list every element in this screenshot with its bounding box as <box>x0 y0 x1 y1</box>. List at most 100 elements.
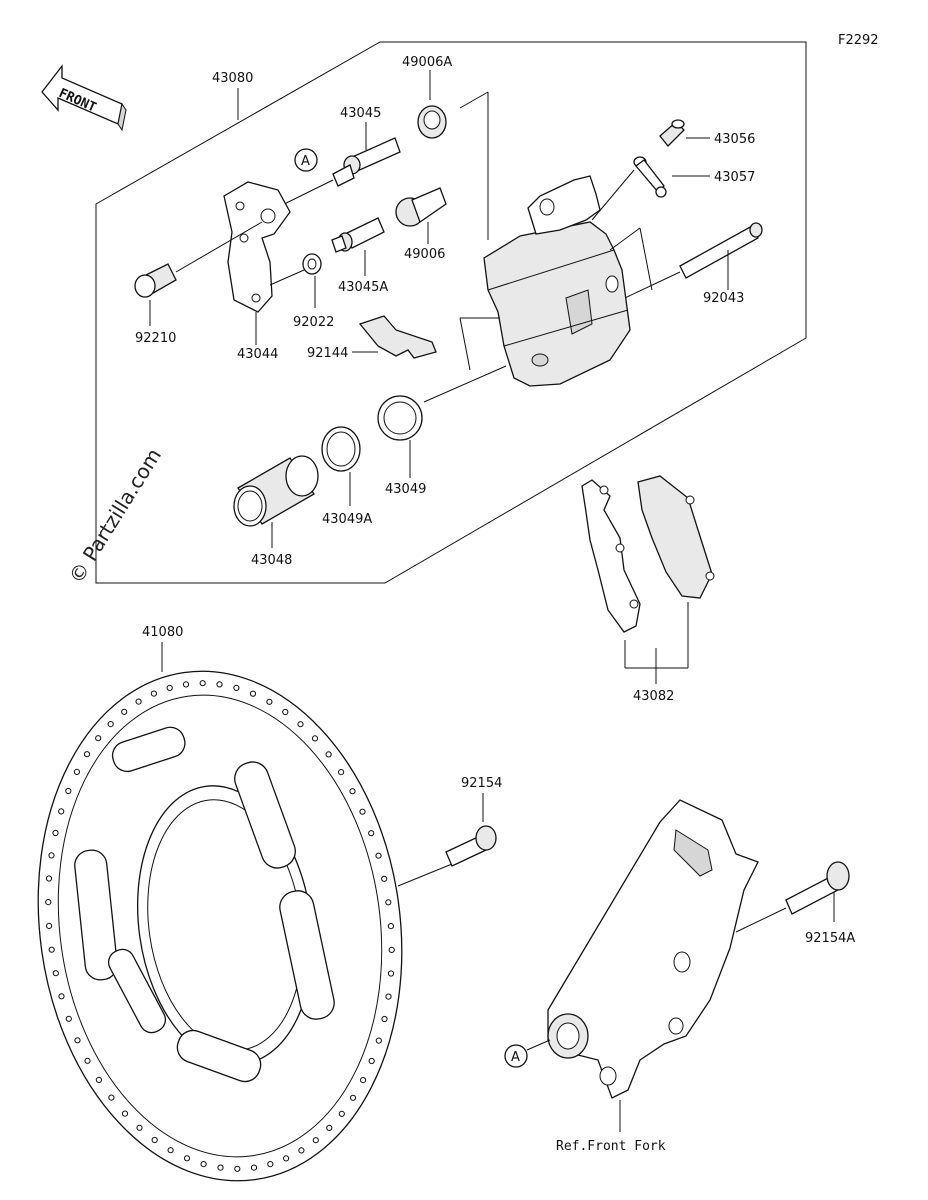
label-43049A[interactable]: 43049A <box>322 512 372 527</box>
watermark: © Partzilla.com <box>64 444 166 588</box>
disc-hole <box>368 830 375 837</box>
disc-hole <box>217 1164 224 1171</box>
label-49006[interactable]: 49006 <box>404 247 445 262</box>
disc-hole <box>183 1155 191 1162</box>
disc-hole <box>385 899 392 906</box>
label-43082[interactable]: 43082 <box>633 689 674 704</box>
disc-hole <box>151 1136 158 1144</box>
disc-hole <box>387 923 394 930</box>
label-43045A[interactable]: 43045A <box>338 280 388 295</box>
disc-hole <box>52 829 59 837</box>
disc-hole <box>83 751 91 758</box>
disc-hole <box>326 1124 333 1132</box>
ref-marker-a-bottom <box>504 1044 528 1068</box>
disc-hole <box>45 899 52 906</box>
disc-hole <box>368 1057 375 1065</box>
disc-hole <box>182 681 190 688</box>
label-49006A[interactable]: 49006A <box>402 55 452 70</box>
disc-hole <box>311 735 319 742</box>
brake-disc-cooling-holes <box>45 680 395 1172</box>
disc-hole <box>338 769 345 776</box>
disc-hole <box>167 1147 174 1154</box>
disc-hole <box>108 1094 115 1101</box>
part-92144-spring <box>358 315 437 359</box>
label-92210[interactable]: 92210 <box>135 331 176 346</box>
part-43056-bleeder <box>659 119 685 147</box>
disc-hole <box>338 1110 345 1117</box>
disc-hole <box>349 788 356 795</box>
label-92144[interactable]: 92144 <box>307 346 348 361</box>
label-92154[interactable]: 92154 <box>461 776 502 791</box>
label-43080[interactable]: 43080 <box>212 71 253 86</box>
disc-hole <box>200 1161 207 1168</box>
disc-hole <box>360 1077 367 1084</box>
part-92210-sleeve <box>134 221 263 298</box>
disc-hole <box>74 1037 81 1044</box>
disc-hole <box>349 1094 357 1101</box>
disc-hole <box>65 787 72 795</box>
label-ref-front-fork[interactable]: Ref.Front Fork <box>556 1139 666 1154</box>
disc-hole <box>375 852 382 859</box>
part-49006A <box>417 91 489 240</box>
disc-hole <box>95 1076 103 1084</box>
disc-hole <box>199 680 206 687</box>
label-92154A[interactable]: 92154A <box>805 931 855 946</box>
disc-hole <box>267 1161 274 1168</box>
disc-hole <box>249 690 257 697</box>
part-front-fork-ref <box>547 799 759 1099</box>
part-92154-disc-bolt <box>445 825 497 867</box>
label-43048[interactable]: 43048 <box>251 553 292 568</box>
part-43045A-pin <box>331 217 385 253</box>
disc-hole <box>312 1137 319 1144</box>
part-41080-brake-disc <box>37 670 403 1182</box>
front-arrow-icon: FRONT <box>41 64 127 132</box>
disc-hole <box>84 1057 91 1064</box>
label-43049[interactable]: 43049 <box>385 482 426 497</box>
disc-hole <box>388 946 395 954</box>
disc-hole <box>121 708 128 715</box>
disc-hole <box>52 970 59 977</box>
disc-hole <box>107 721 114 728</box>
part-49006-boot <box>395 187 447 227</box>
disc-hole <box>325 751 332 758</box>
disc-hole <box>95 735 102 742</box>
disc-hole <box>250 1164 258 1171</box>
disc-hole <box>136 1124 143 1131</box>
disc-hole <box>58 808 65 815</box>
disc-hole <box>359 808 366 815</box>
disc-hole <box>166 684 173 692</box>
disc-hole <box>65 1015 72 1022</box>
disc-hole <box>48 946 55 953</box>
disc-hole <box>266 698 273 705</box>
disc-hole <box>46 922 53 930</box>
disc-hole <box>58 993 65 1000</box>
disc-hole <box>282 708 289 716</box>
label-41080[interactable]: 41080 <box>142 625 183 640</box>
disc-hole <box>150 690 157 697</box>
part-43057-cap <box>633 156 667 198</box>
part-43049-seal <box>377 365 507 441</box>
part-92022-washer <box>269 253 322 286</box>
part-43082-brake-pads <box>581 475 715 669</box>
part-43045-slide-pin <box>261 137 401 216</box>
label-43056[interactable]: 43056 <box>714 132 755 147</box>
disc-hole <box>234 1165 241 1172</box>
figure-code: F2292 <box>838 33 879 48</box>
disc-hole <box>233 684 240 692</box>
disc-hole <box>385 993 392 1000</box>
disc-hole <box>48 852 55 859</box>
label-43045[interactable]: 43045 <box>340 106 381 121</box>
label-43057[interactable]: 43057 <box>714 170 755 185</box>
disc-hole <box>283 1155 290 1162</box>
part-92154A-caliper-bolt <box>735 861 850 933</box>
disc-hole <box>216 681 223 688</box>
ref-marker-a-top <box>294 148 318 172</box>
part-43048-piston <box>233 455 319 527</box>
disc-hole <box>381 875 388 882</box>
label-92022[interactable]: 92022 <box>293 315 334 330</box>
disc-hole <box>45 875 53 882</box>
label-92043[interactable]: 92043 <box>703 291 744 306</box>
label-43044[interactable]: 43044 <box>237 347 278 362</box>
part-43049A-seal <box>321 426 361 472</box>
